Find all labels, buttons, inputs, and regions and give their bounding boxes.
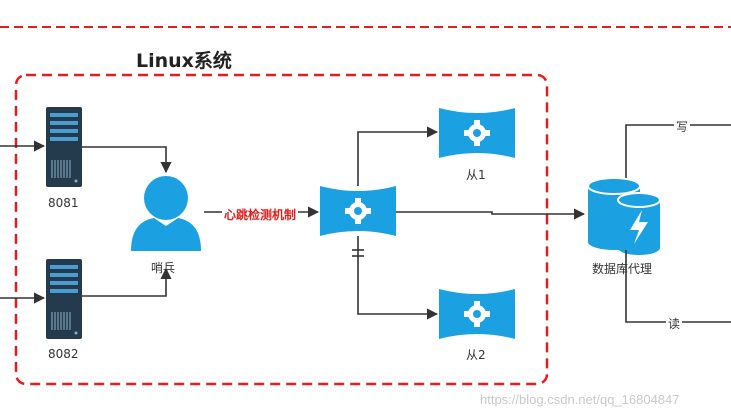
slave-1-gear-icon bbox=[439, 108, 515, 158]
slave-1-label: 从1 bbox=[466, 168, 486, 182]
slave-2-gear-icon bbox=[439, 289, 515, 339]
server-8082-label: 8082 bbox=[48, 347, 79, 361]
heartbeat-edge-label: 心跳检测机制 bbox=[222, 206, 299, 223]
slave-2-label: 从2 bbox=[466, 348, 486, 362]
master-node-gear-icon bbox=[320, 186, 396, 236]
sentinel-label: 哨兵 bbox=[151, 261, 176, 275]
database-proxy-label: 数据库代理 bbox=[592, 262, 653, 276]
linux-group-title: Linux系统 bbox=[136, 50, 232, 72]
read-edge-label: 读 bbox=[666, 315, 683, 332]
server-8082-icon bbox=[46, 259, 82, 339]
watermark-text: https://blog.csdn.net/qq_16804847 bbox=[480, 392, 680, 407]
server-8081-label: 8081 bbox=[48, 196, 79, 210]
database-proxy-icon bbox=[587, 177, 661, 255]
server-8081-icon bbox=[46, 107, 82, 187]
sentinel-user-icon bbox=[131, 176, 201, 251]
write-edge-label: 写 bbox=[674, 118, 691, 135]
